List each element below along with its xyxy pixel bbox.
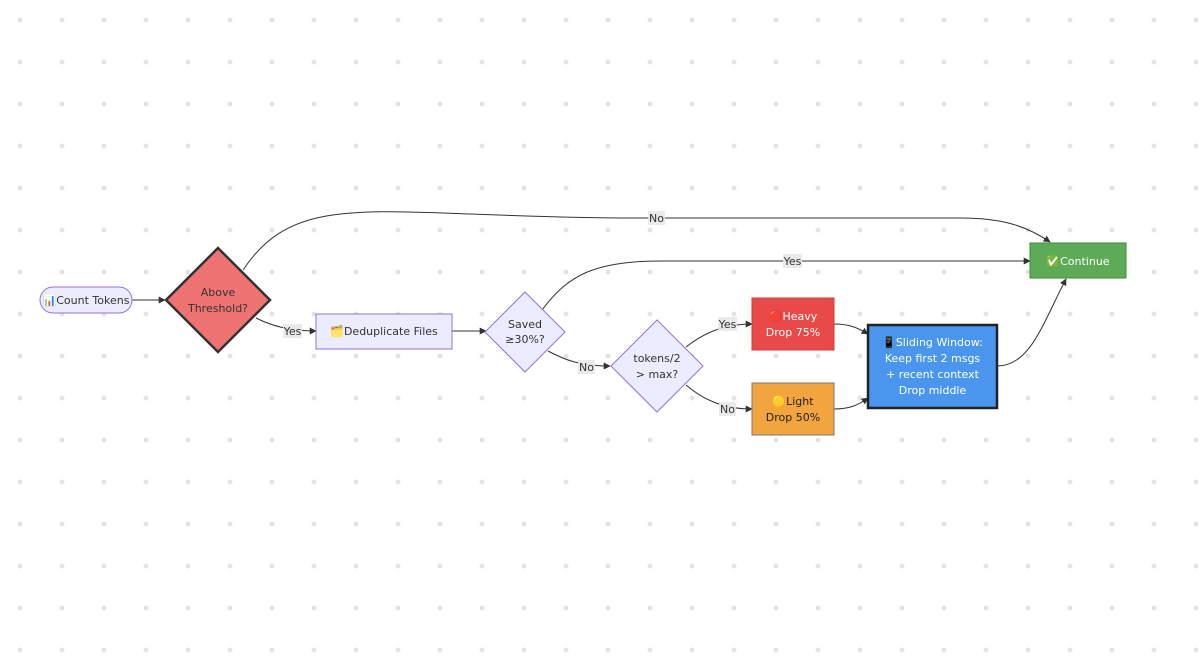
edge-label-text: No (579, 361, 594, 374)
edge-label-text: No (720, 403, 735, 416)
node-label-line-1: Saved (508, 318, 542, 331)
edge-label-text: No (649, 212, 664, 225)
edge-label-saved-yes: Yes (783, 254, 802, 268)
svg-text:🗂️Deduplicate Files: 🗂️Deduplicate Files (330, 325, 438, 338)
edge-label-text: Yes (283, 325, 302, 338)
node-label-line-2: Drop 75% (766, 326, 820, 339)
edge-light-to-sliding (833, 397, 869, 410)
edge-label-text: Yes (718, 318, 737, 331)
edge-tokens-yes-heavy (685, 320, 753, 348)
edge-tokens-no-light (685, 384, 753, 413)
check-icon: ✅ (1046, 255, 1060, 268)
node-label: Heavy (782, 310, 817, 323)
node-above-threshold[interactable]: Above Threshold? (164, 246, 272, 354)
node-heavy[interactable]: 🔴Heavy Drop 75% (751, 297, 835, 351)
node-label: Continue (1060, 255, 1110, 268)
edge-label-tokens-yes: Yes (718, 317, 737, 331)
svg-text:📊Count Tokens: 📊Count Tokens (43, 294, 130, 307)
edges (132, 211, 1067, 413)
node-label-line-4: Drop middle (899, 384, 967, 397)
node-label: Count Tokens (56, 294, 129, 307)
edge-saved-no-tokens (547, 350, 611, 370)
node-sliding-window[interactable]: 📱Sliding Window: Keep first 2 msgs + rec… (866, 323, 999, 410)
yellow-circle-icon: 🟡 (772, 395, 786, 408)
node-label: Sliding Window: (896, 336, 983, 349)
node-label-line-2: Threshold? (187, 302, 248, 315)
edge-label-above-yes: Yes (283, 324, 302, 338)
node-label: Light (786, 395, 814, 408)
edge-label-text: Yes (783, 255, 802, 268)
phone-icon: 📱 (882, 336, 896, 349)
node-label: Deduplicate Files (344, 325, 438, 338)
folder-icon: 🗂️ (330, 325, 344, 338)
edge-label-tokens-no: No (719, 402, 736, 416)
node-continue[interactable]: ✅Continue (1029, 242, 1127, 279)
node-label-line-2: Drop 50% (766, 411, 820, 424)
svg-text:✅Continue: ✅Continue (1046, 255, 1109, 268)
edge-above-no-continue (242, 211, 1051, 271)
edge-saved-yes-continue (541, 257, 1031, 311)
node-tokens-half[interactable]: tokens/2 > max? (610, 319, 704, 413)
node-light[interactable]: 🟡Light Drop 50% (751, 382, 835, 436)
node-saved[interactable]: Saved ≥30%? (484, 291, 566, 373)
node-label-line-2: Keep first 2 msgs (885, 352, 981, 365)
node-label-line-2: ≥30%? (505, 333, 545, 346)
edge-sliding-to-continue (996, 278, 1067, 367)
chart-icon: 📊 (43, 294, 57, 307)
edge-label-above-no: No (648, 211, 665, 225)
edge-label-saved-no: No (578, 360, 595, 374)
node-label-line-1: Above (201, 286, 236, 299)
node-label-line-1: tokens/2 (633, 352, 680, 365)
svg-text:📱Sliding Window:: 📱Sliding Window: (882, 336, 983, 349)
edge-heavy-to-sliding (833, 323, 869, 335)
node-deduplicate-files[interactable]: 🗂️Deduplicate Files (315, 313, 453, 350)
svg-text:🟡Light: 🟡Light (772, 395, 814, 408)
node-label-line-3: + recent context (886, 368, 980, 381)
node-label-line-2: > max? (636, 368, 679, 381)
edge-above-yes-dedupe (255, 317, 317, 335)
node-count-tokens[interactable]: 📊Count Tokens (39, 286, 133, 314)
svg-text:🔴Heavy: 🔴Heavy (769, 310, 818, 323)
red-circle-icon: 🔴 (769, 310, 783, 323)
